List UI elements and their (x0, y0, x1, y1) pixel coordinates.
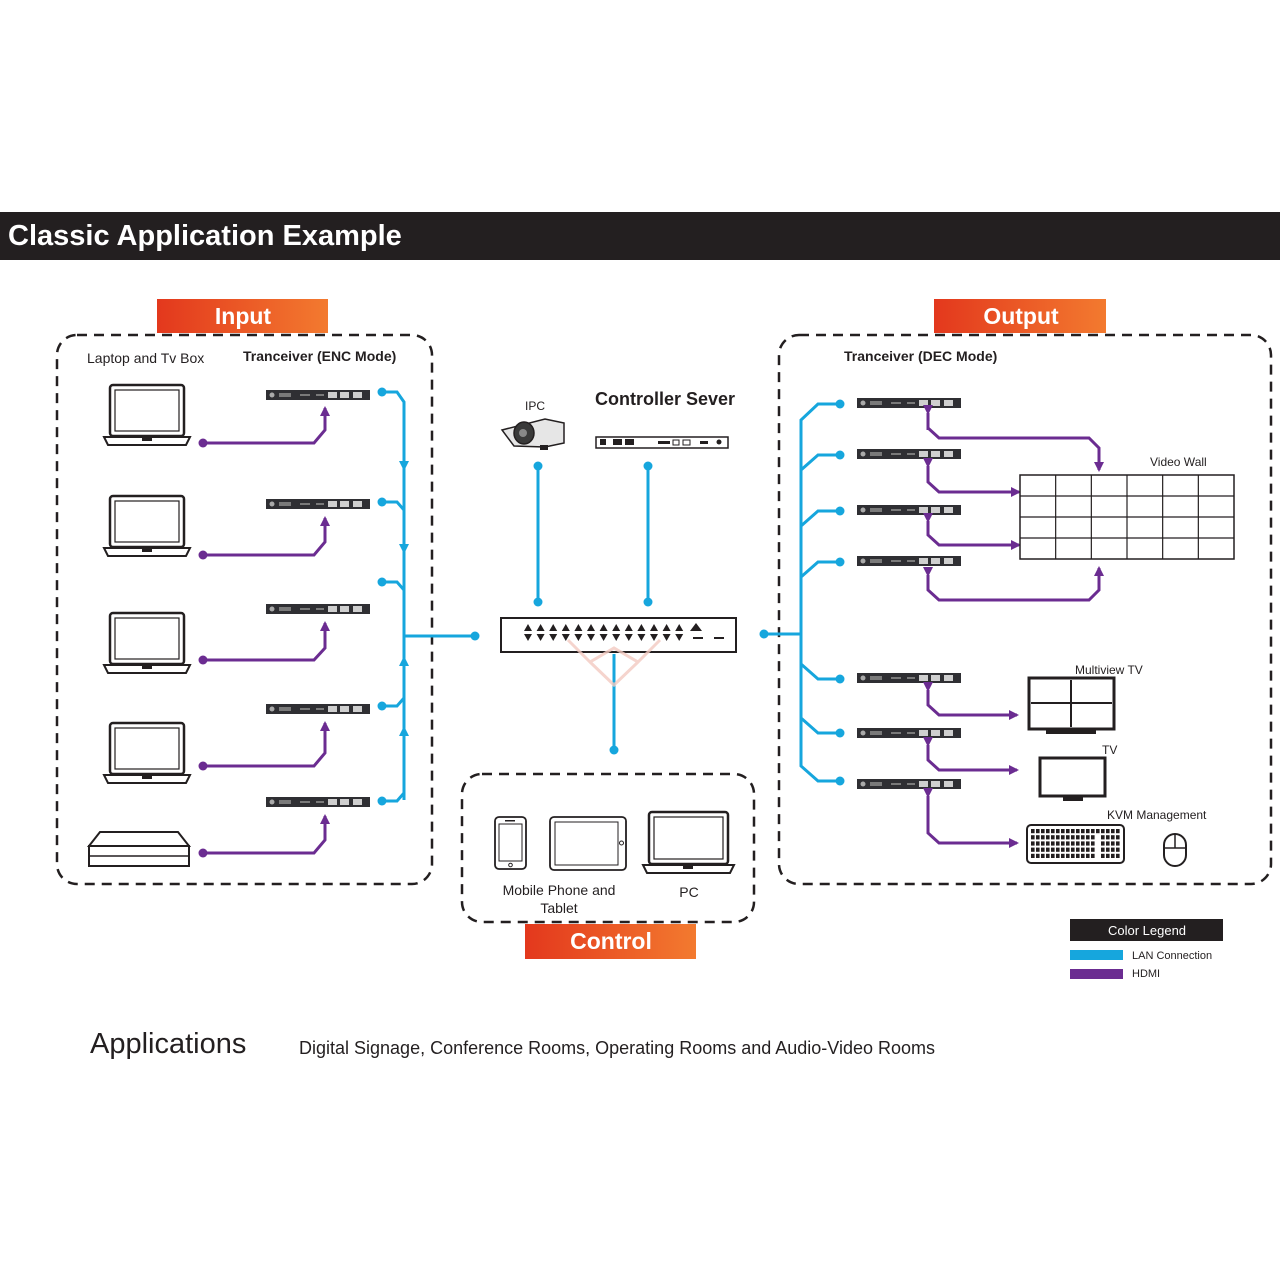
svg-text:Color Legend: Color Legend (1108, 923, 1186, 938)
enc-transceiver (266, 604, 370, 614)
svg-text:Control: Control (570, 928, 652, 954)
kvm-label: KVM Management (1107, 808, 1207, 822)
laptop-icon (102, 611, 192, 675)
hdmi-port-dots (198, 438, 208, 858)
output-lan-dots (759, 399, 845, 786)
center-lan-links (536, 466, 650, 750)
mobile-tablet-label: Mobile Phone and (503, 882, 616, 898)
applications-text: Digital Signage, Conference Rooms, Opera… (299, 1038, 936, 1058)
laptop-icon (102, 383, 192, 447)
dec-transceiver (857, 673, 961, 683)
enc-transceiver (266, 797, 370, 807)
tv-box-icon (86, 831, 192, 867)
color-legend: Color Legend LAN Connection HDMI (1070, 919, 1223, 980)
output-lan-bus (764, 402, 840, 783)
lan-port-dots (377, 387, 480, 806)
video-wall-label: Video Wall (1150, 455, 1207, 469)
tablet-icon (549, 816, 627, 871)
legend-hdmi-swatch (1070, 969, 1123, 979)
legend-lan-label: LAN Connection (1132, 950, 1212, 962)
dec-transceiver-label: Tranceiver (DEC Mode) (844, 348, 997, 364)
video-wall-icon (1019, 474, 1235, 560)
controller-server-icon (595, 436, 729, 449)
tv-icon (1038, 756, 1107, 801)
dec-transceiver (857, 398, 961, 408)
legend-lan-swatch (1070, 950, 1123, 960)
output-hdmi-links (923, 405, 1104, 848)
dec-transceiver (857, 449, 961, 459)
tv-label: TV (1102, 743, 1117, 757)
laptop-icon (102, 721, 192, 785)
input-group-outline (55, 333, 434, 886)
center-lan-dots (533, 461, 653, 755)
ipc-label: IPC (525, 399, 545, 413)
mobile-tablet-label-2: Tablet (540, 900, 577, 916)
mouse-icon (1163, 833, 1187, 867)
multiview-tv-label: Multiview TV (1075, 663, 1143, 677)
mobile-phone-icon (494, 816, 527, 870)
keyboard-icon (1026, 824, 1125, 864)
ipc-camera-icon (500, 418, 565, 450)
svg-text:Input: Input (215, 303, 272, 329)
dec-transceiver (857, 779, 961, 789)
dec-transceiver (857, 505, 961, 515)
control-group-outline (460, 772, 756, 924)
title-banner: Classic Application Example (0, 212, 1280, 260)
enc-transceiver (266, 704, 370, 714)
output-tab: Output (934, 299, 1106, 333)
pc-icon (641, 810, 736, 874)
laptop-icon (102, 494, 192, 558)
page-title: Classic Application Example (8, 220, 402, 252)
svg-text:Output: Output (983, 303, 1059, 329)
dec-transceiver (857, 728, 961, 738)
network-switch-icon (500, 617, 737, 688)
output-group-outline (777, 333, 1273, 886)
control-tab: Control (525, 924, 696, 959)
legend-hdmi-label: HDMI (1132, 968, 1160, 980)
input-tab: Input (157, 299, 328, 333)
input-lan-bus (382, 390, 475, 803)
input-hdmi-links (203, 406, 330, 855)
dec-transceiver (857, 556, 961, 566)
multiview-tv-icon (1027, 676, 1116, 734)
controller-server-label: Controller Sever (595, 389, 735, 409)
enc-transceiver (266, 499, 370, 509)
applications-label: Applications (90, 1028, 247, 1060)
pc-label: PC (679, 884, 698, 900)
enc-transceiver-label: Tranceiver (ENC Mode) (243, 348, 396, 364)
sources-label: Laptop and Tv Box (87, 350, 204, 366)
enc-transceiver (266, 390, 370, 400)
